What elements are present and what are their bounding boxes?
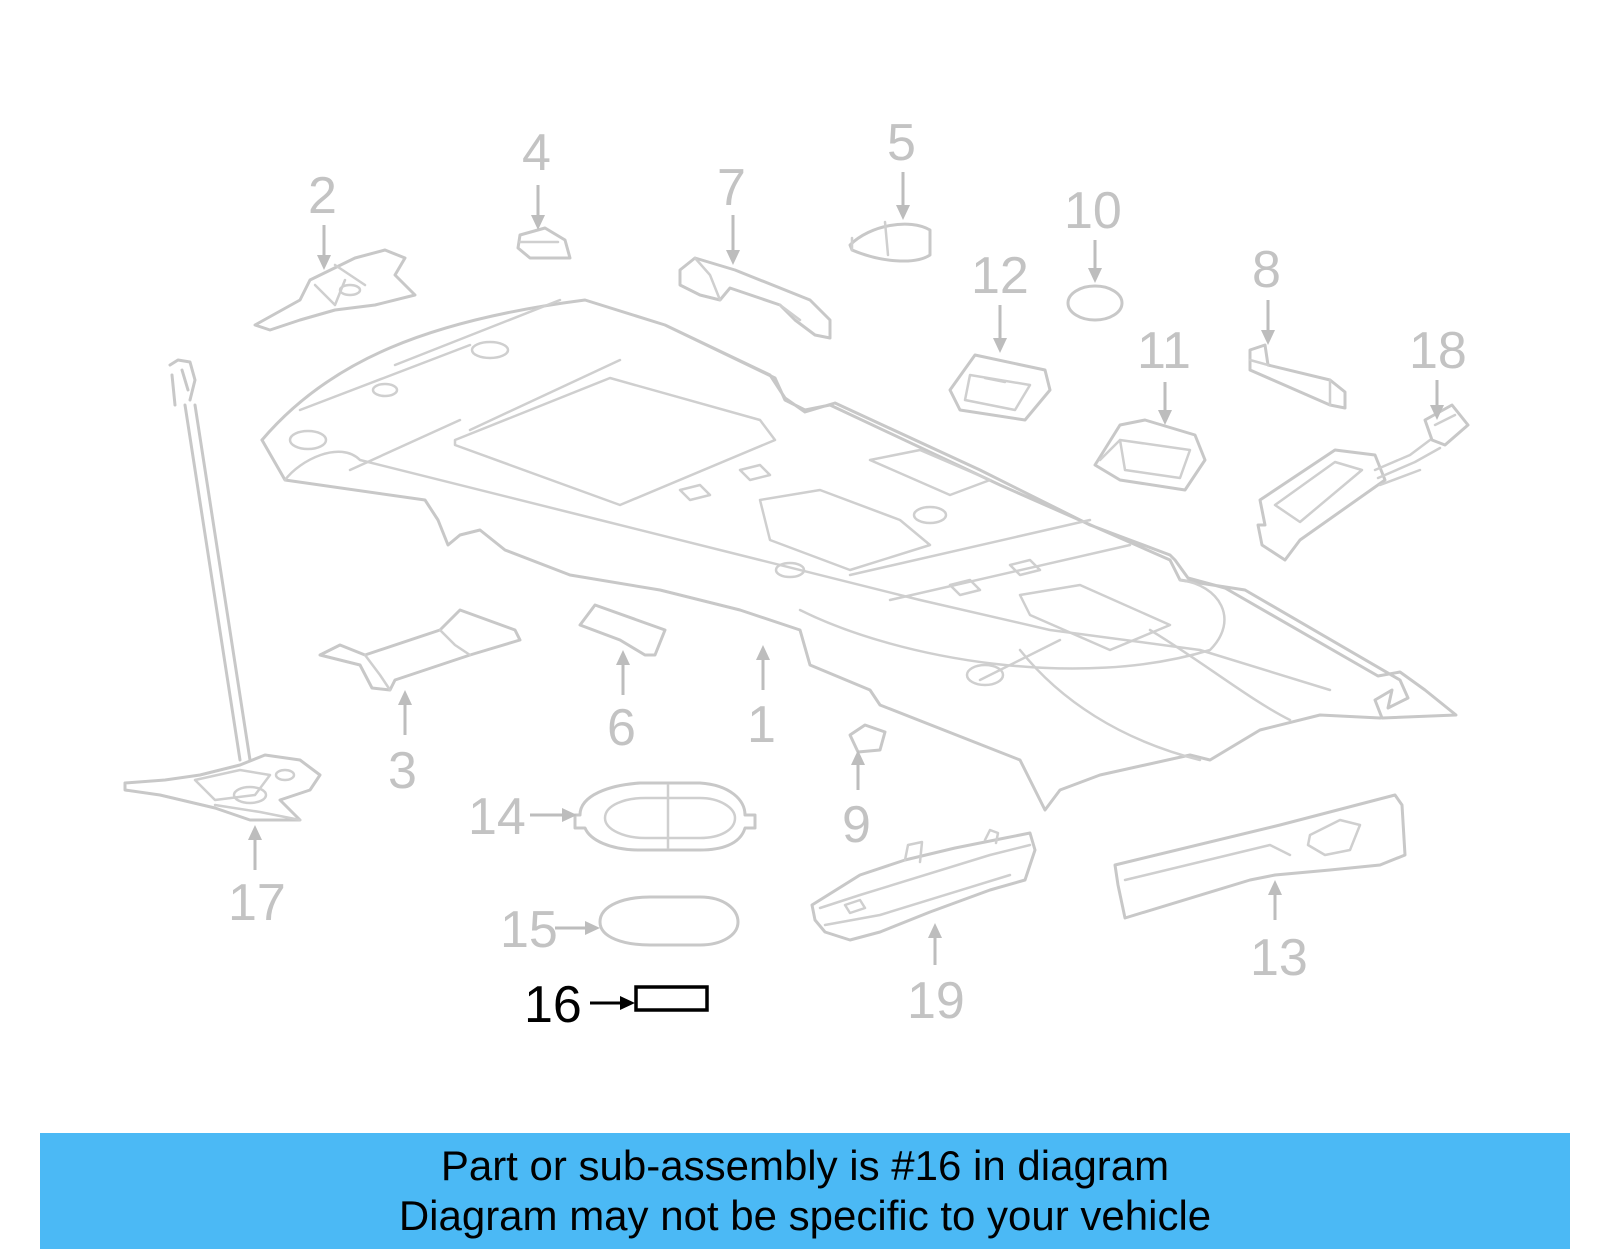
part-13 bbox=[1113, 793, 1407, 920]
callout-10: 10 bbox=[1064, 182, 1122, 240]
part-18 bbox=[1256, 403, 1470, 562]
callout-17: 17 bbox=[228, 874, 286, 932]
part-7 bbox=[678, 256, 832, 340]
callout-6: 6 bbox=[607, 699, 636, 757]
callout-4: 4 bbox=[522, 124, 551, 182]
callout-3: 3 bbox=[388, 742, 417, 800]
callout-1: 1 bbox=[747, 696, 776, 754]
part-12 bbox=[948, 353, 1052, 422]
callout-9: 9 bbox=[842, 796, 871, 854]
part-14 bbox=[573, 781, 757, 852]
callout-19: 19 bbox=[907, 972, 965, 1030]
banner-disclaimer: Diagram may not be specific to your vehi… bbox=[398, 1192, 1212, 1239]
info-banner: Part or sub-assembly is #16 in diagram D… bbox=[40, 1133, 1570, 1249]
callout-8: 8 bbox=[1252, 241, 1281, 299]
callout-labels: 1 2 3 4 5 6 7 8 9 10 11 12 13 14 15 16 1… bbox=[228, 114, 1467, 1034]
part-17 bbox=[123, 358, 322, 822]
callout-16: 16 bbox=[524, 976, 582, 1034]
callout-7: 7 bbox=[717, 159, 746, 217]
callout-5: 5 bbox=[887, 114, 916, 172]
callout-arrows bbox=[248, 172, 1444, 1010]
callout-18: 18 bbox=[1409, 322, 1467, 380]
callout-12: 12 bbox=[971, 247, 1029, 305]
part-5 bbox=[848, 220, 932, 263]
banner-part-note: Part or sub-assembly is #16 in diagram bbox=[440, 1142, 1170, 1189]
part-8 bbox=[1248, 343, 1347, 410]
callout-14: 14 bbox=[468, 788, 526, 846]
part-15 bbox=[598, 895, 740, 947]
part-10 bbox=[1066, 284, 1124, 322]
part-6 bbox=[578, 603, 667, 657]
callout-11: 11 bbox=[1137, 322, 1191, 380]
part-4 bbox=[516, 226, 572, 260]
part-11 bbox=[1093, 418, 1207, 492]
part-9 bbox=[848, 723, 887, 754]
part-3 bbox=[318, 608, 522, 692]
callout-15: 15 bbox=[500, 901, 558, 959]
callout-2: 2 bbox=[308, 167, 337, 225]
part-2 bbox=[253, 248, 417, 332]
part-1-headliner bbox=[260, 298, 1458, 812]
callout-13: 13 bbox=[1250, 929, 1308, 987]
part-19 bbox=[810, 828, 1037, 942]
part-16 bbox=[634, 985, 709, 1012]
